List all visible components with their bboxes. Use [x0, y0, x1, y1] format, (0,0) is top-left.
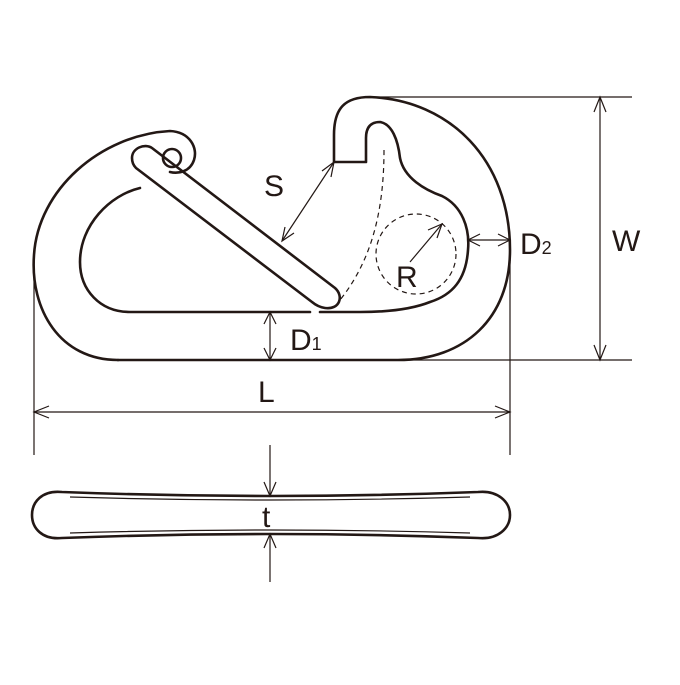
side-view-bottom-edge: [69, 529, 471, 534]
snap-hook-side-view: [30, 490, 512, 540]
hook-left-loop-inner: [78, 186, 312, 314]
dimension-d2: [466, 233, 512, 247]
gate-swing-path: [339, 149, 385, 301]
label-d2: D2: [520, 228, 552, 261]
label-w: W: [612, 225, 641, 258]
label-l: L: [258, 376, 275, 409]
dimension-l: [32, 262, 512, 455]
label-t: t: [262, 501, 271, 534]
dimension-r: [409, 222, 444, 263]
label-r: R: [396, 261, 418, 294]
hook-left-loop-outer: [32, 129, 197, 362]
label-s: S: [264, 170, 284, 203]
side-view-outline: [30, 490, 512, 540]
dimension-t: [263, 445, 277, 582]
label-d1: D1: [290, 324, 322, 357]
snap-hook-body: [32, 95, 512, 362]
spring-gate: [130, 144, 342, 310]
hook-outer-contour: [116, 95, 512, 362]
dimension-d1: [263, 310, 277, 362]
dimension-w: [370, 95, 632, 362]
gate-bar: [130, 144, 342, 310]
inner-radius-circle: [375, 213, 457, 295]
dimension-s: [281, 160, 335, 243]
side-view-top-edge: [69, 496, 471, 501]
